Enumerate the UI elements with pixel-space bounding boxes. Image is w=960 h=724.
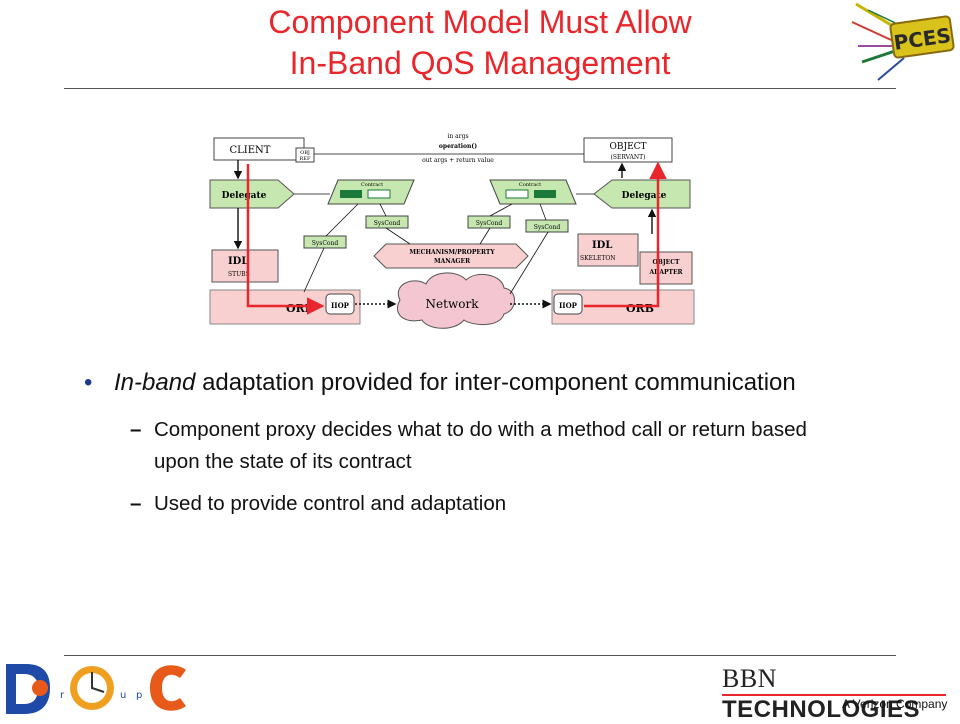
adapter-line-2: ADAPTER — [648, 269, 683, 276]
bullet-list: • In-band adaptation provided for inter-c… — [84, 366, 844, 520]
bullet-main-italic: In-band — [114, 369, 196, 396]
servant-label: (SERVANT) — [611, 154, 646, 161]
iiop-right-label: IIOP — [559, 301, 578, 310]
group-letter-g: g — [22, 687, 28, 697]
bullet-dot: • — [84, 369, 93, 396]
red-flow-right — [584, 161, 667, 308]
object-adapter-box — [639, 251, 693, 285]
delegate-right-label: Delegate — [622, 191, 667, 201]
group-letter-p: p — [136, 690, 142, 701]
title-divider — [64, 88, 896, 89]
delegate-right — [593, 179, 691, 209]
red-flow-left — [246, 164, 325, 315]
sub-bullet-2: –Used to provide control and adaptation — [84, 488, 844, 520]
group-logo: r u p g — [6, 664, 186, 714]
pces-logo: PCES — [851, 2, 955, 81]
idl-skeleton-box — [577, 233, 639, 267]
iiop-right-box — [553, 293, 583, 315]
iiop-left-box — [325, 293, 355, 315]
idl-left-label: IDL — [228, 256, 248, 267]
idl-right-label: IDL — [592, 240, 612, 251]
bullet-main-text: adaptation provided for inter-component … — [195, 369, 796, 396]
sub-bullet-2-text: Used to provide control and adaptation — [154, 492, 507, 515]
object-box — [583, 137, 673, 163]
mech-line-2: MANAGER — [434, 258, 471, 265]
out-args-label: out args + return value — [422, 157, 494, 164]
in-args-label: in args — [447, 133, 468, 140]
operation-label: operation() — [439, 143, 477, 150]
title-line-1: Component Model Must Allow — [268, 4, 692, 40]
bbn-tagline: A Verizon Company — [842, 697, 948, 711]
stubs-label: STUBS — [228, 271, 250, 278]
skeleton-label: SKELETON — [580, 255, 616, 262]
contract-left-label: Contract — [361, 182, 383, 188]
syscond-boxes: SysCond SysCond SysCond SysCond — [303, 215, 569, 249]
bbn-name: BBN — [722, 664, 777, 693]
object-label: OBJECT — [609, 142, 646, 152]
syscond-1: SysCond — [312, 240, 339, 247]
syscond-3: SysCond — [476, 220, 503, 227]
network-label: Network — [426, 297, 480, 311]
contract-right-label: Contract — [519, 182, 541, 188]
dash-1: – — [130, 418, 142, 441]
slide-title: Component Model Must Allow In-Band QoS M… — [120, 2, 840, 84]
client-label: CLIENT — [230, 145, 271, 156]
group-letter-u: u — [120, 690, 126, 701]
delegate-left — [209, 179, 295, 209]
orb-right-label: ORB — [626, 302, 654, 315]
syscond-2: SysCond — [374, 220, 401, 227]
bbn-logo: BBN TECHNOLOGIES — [722, 664, 960, 724]
footer-divider — [64, 655, 896, 656]
objref-line-1: OBJ — [300, 150, 310, 156]
iiop-left-label: IIOP — [331, 301, 350, 310]
sub-bullet-1: –Component proxy decides what to do with… — [84, 414, 844, 478]
group-letter-r: r — [60, 690, 65, 701]
bbn-underline — [722, 694, 946, 696]
orb-left-label: ORB — [286, 302, 314, 315]
adapter-line-1: OBJECT — [653, 259, 680, 266]
mech-line-1: MECHANISM/PROPERTY — [409, 249, 495, 256]
bullet-main: • In-band adaptation provided for inter-c… — [84, 366, 844, 400]
objref-line-2: REF — [300, 156, 311, 162]
bbn-tech: TECHNOLOGIES — [722, 696, 921, 723]
title-line-2: In-Band QoS Management — [289, 45, 671, 81]
architecture-diagram: ORB ORB IIOP IIOP Network CLIENT OBJ REF… — [209, 133, 695, 329]
syscond-4: SysCond — [534, 224, 561, 231]
idl-stubs-box — [211, 249, 279, 283]
delegate-left-label: Delegate — [222, 191, 267, 201]
sub-bullet-1-text: Component proxy decides what to do with … — [154, 418, 807, 473]
network-cloud — [397, 272, 515, 329]
dash-2: – — [130, 492, 142, 515]
mechanism-manager — [373, 243, 529, 269]
